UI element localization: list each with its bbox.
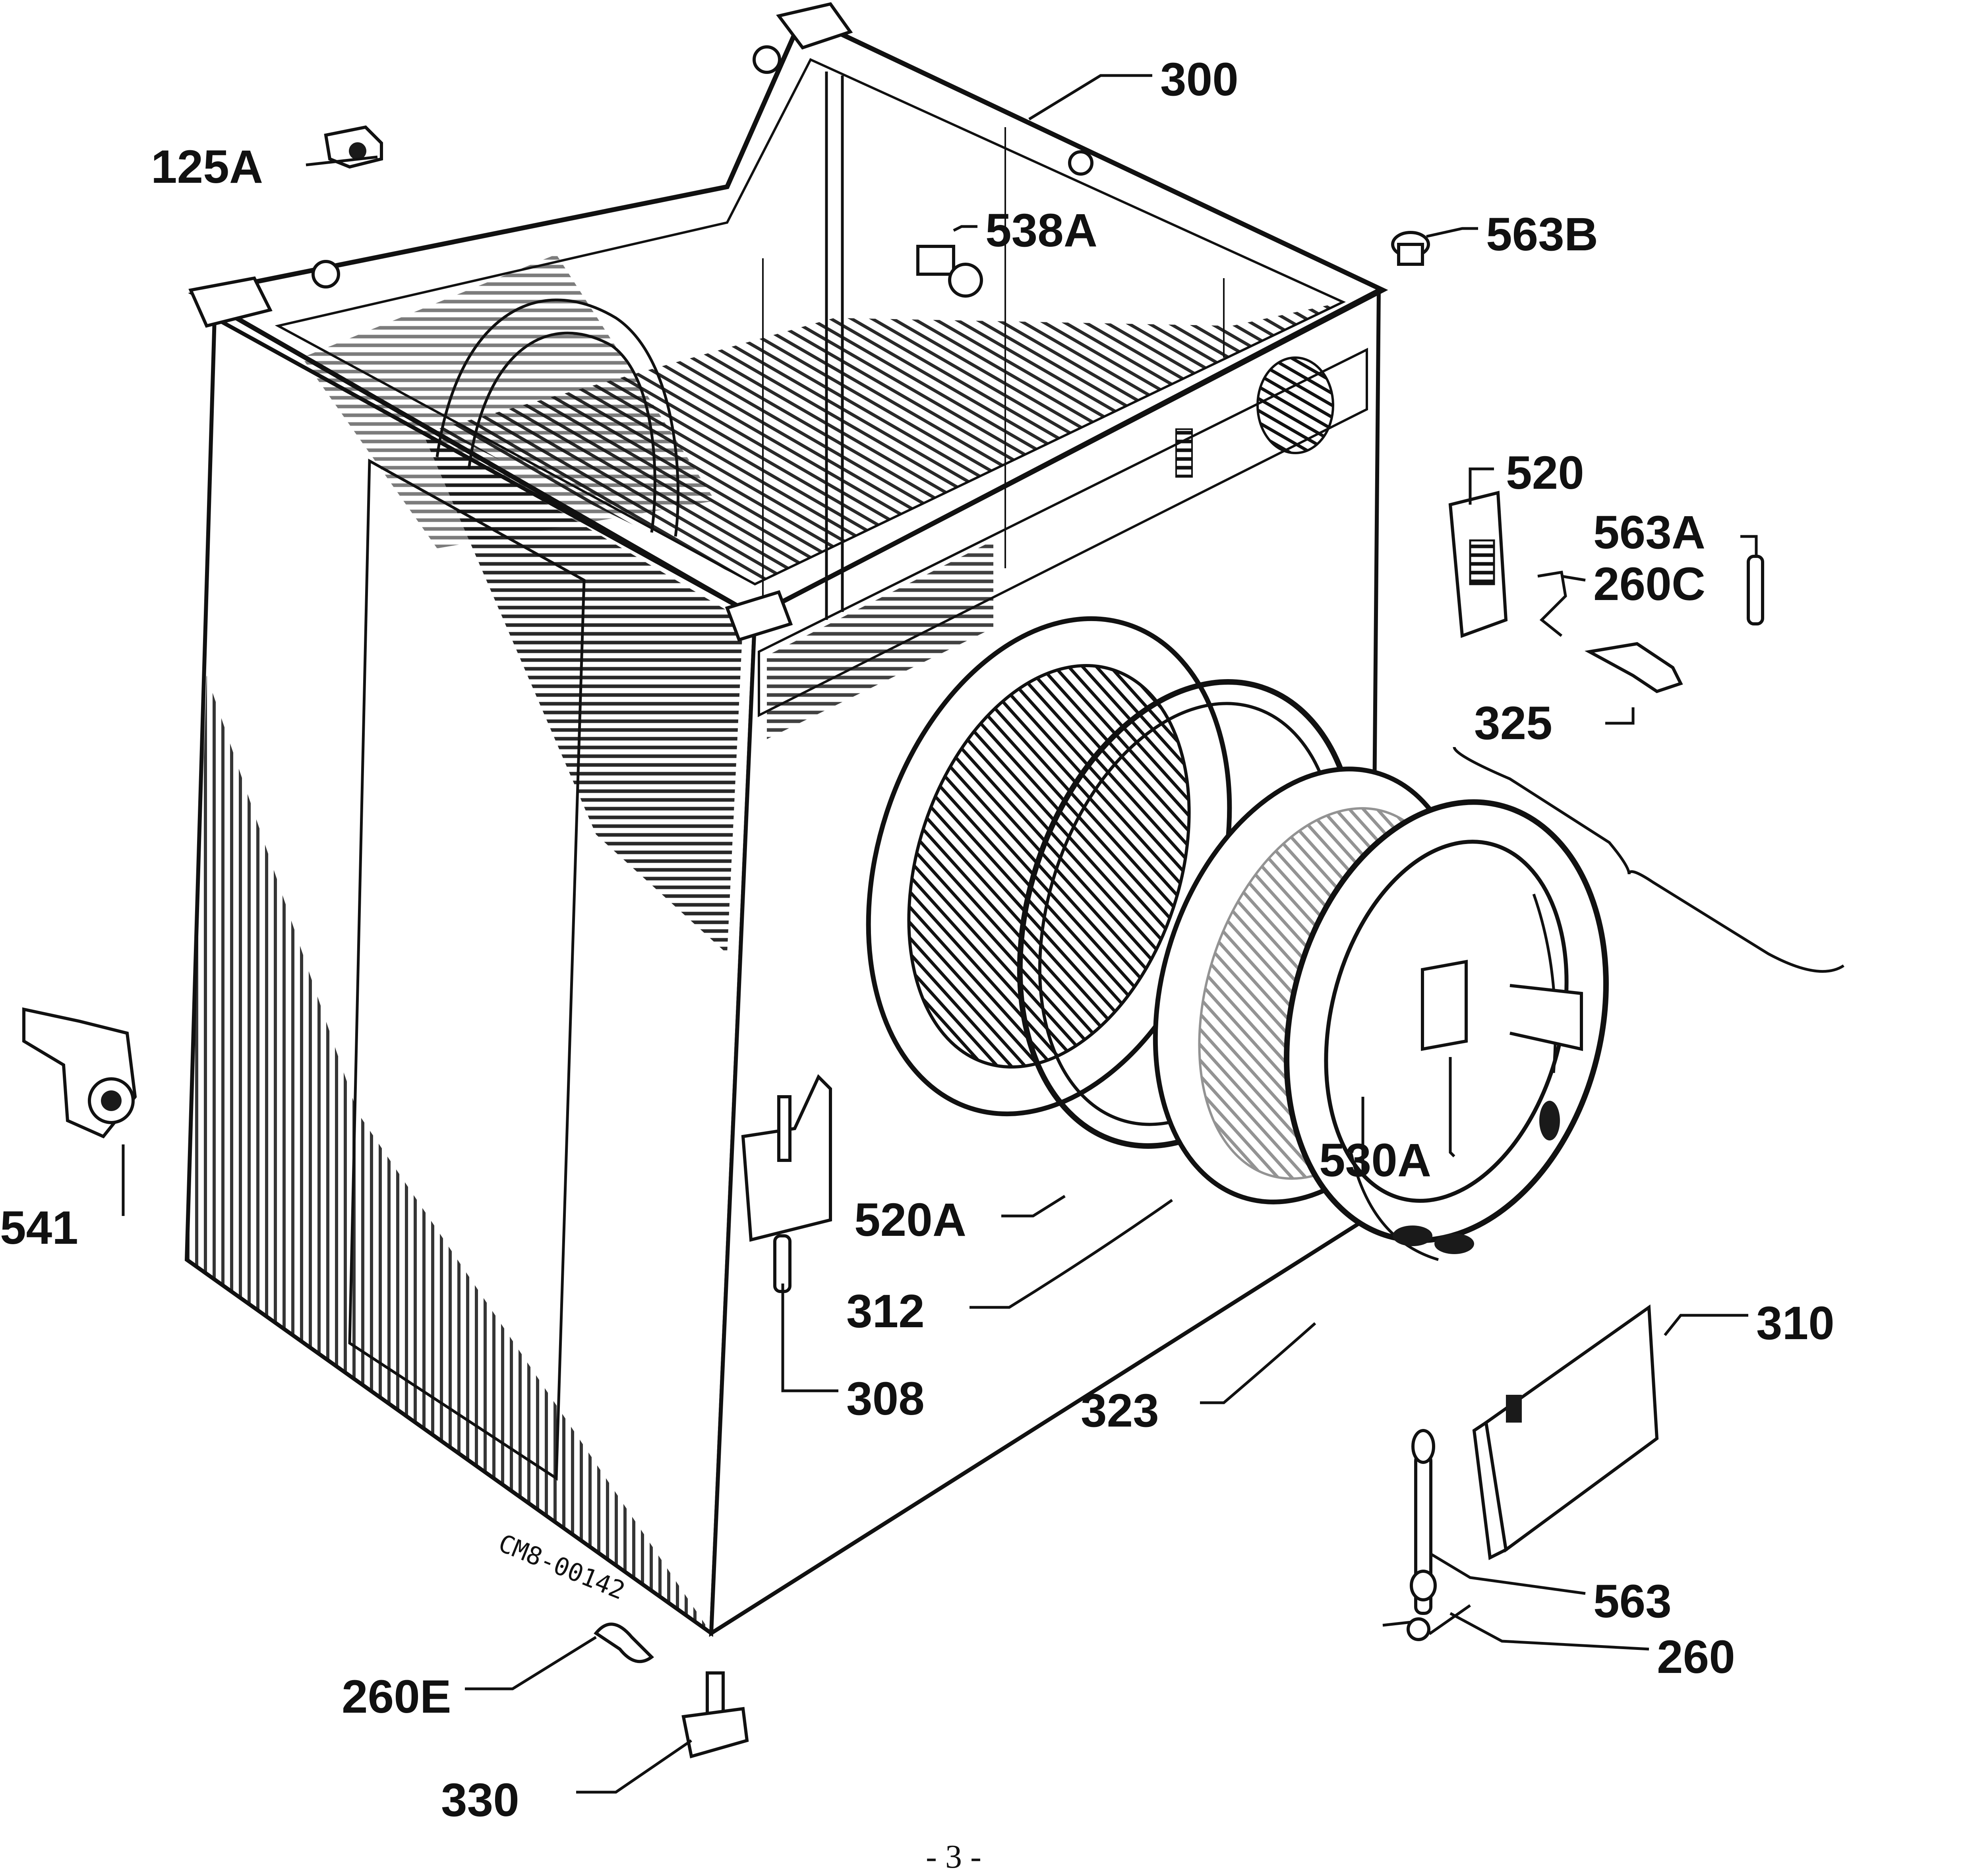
label-563: 563 — [1593, 1575, 1672, 1628]
front-control-strip — [758, 348, 1368, 717]
label-563B: 563B — [1486, 208, 1598, 261]
part-563A-pin — [1747, 555, 1764, 625]
cabinet-left-side-shading — [187, 676, 711, 1633]
label-312: 312 — [846, 1285, 925, 1338]
part-260E-clip — [594, 1622, 654, 1663]
inner-drum-arch-2 — [467, 331, 656, 533]
front-strip-shading — [767, 540, 993, 739]
label-260E: 260E — [342, 1671, 451, 1723]
part-325-hinge-lever — [1584, 642, 1683, 693]
part-260C-spring — [1537, 570, 1567, 637]
part-563-long-pin — [1410, 1429, 1437, 1615]
cabinet-interior-left-wall — [302, 254, 715, 548]
label-325: 325 — [1474, 697, 1552, 749]
label-530A: 530A — [1319, 1134, 1431, 1187]
cabinet-top-rim — [188, 12, 1388, 619]
cabinet-interior-shading — [437, 302, 1343, 584]
label-125A: 125A — [151, 141, 263, 193]
corner-tab-back — [776, 2, 853, 50]
cabinet-left-upper-shading — [421, 429, 743, 954]
part-541-switch — [22, 1007, 137, 1138]
cabinet-side-inset — [348, 459, 586, 1481]
page-number: - 3 - — [926, 1838, 981, 1875]
label-300: 300 — [1160, 53, 1239, 106]
vent-slots — [1175, 428, 1193, 478]
door-ring-323 — [1284, 799, 1609, 1261]
part-310-filter-cover — [1472, 1304, 1659, 1560]
corner-tab-front — [725, 590, 793, 642]
label-538A: 538A — [985, 204, 1097, 257]
part-520-latch-plate — [1448, 490, 1508, 638]
door-assembly-bracket — [1453, 747, 1844, 973]
label-520: 520 — [1506, 447, 1584, 499]
label-260C: 260C — [1593, 558, 1705, 610]
part-538A-plug — [916, 245, 983, 298]
label-541: 541 — [0, 1202, 78, 1254]
part-563B-bushing — [1391, 231, 1430, 266]
top-hole-left — [312, 260, 340, 288]
part-308-hinge — [741, 1074, 832, 1293]
top-hole-back — [753, 45, 781, 74]
part-labels: 300 125A 538A 563B 520 563A 260C 325 541… — [0, 53, 1835, 1826]
rear-inlet-opening — [1256, 356, 1334, 454]
label-323: 323 — [1081, 1384, 1159, 1437]
label-310: 310 — [1756, 1297, 1835, 1349]
door-latch-530A — [1421, 960, 1468, 1051]
cabinet-300 — [184, 2, 1388, 1637]
label-330: 330 — [441, 1774, 519, 1826]
corner-tab-left — [188, 276, 273, 328]
label-520A: 520A — [854, 1194, 966, 1246]
label-563A: 563A — [1593, 506, 1705, 559]
inner-drum-arch — [435, 298, 679, 537]
part-330-foot — [681, 1671, 749, 1759]
label-308: 308 — [846, 1373, 925, 1425]
top-hole-right — [1068, 150, 1093, 176]
label-260: 260 — [1657, 1631, 1735, 1683]
door-opening-frame — [866, 616, 1232, 1117]
leader-lines — [122, 74, 1758, 1794]
part-260-spring — [1382, 1604, 1471, 1641]
